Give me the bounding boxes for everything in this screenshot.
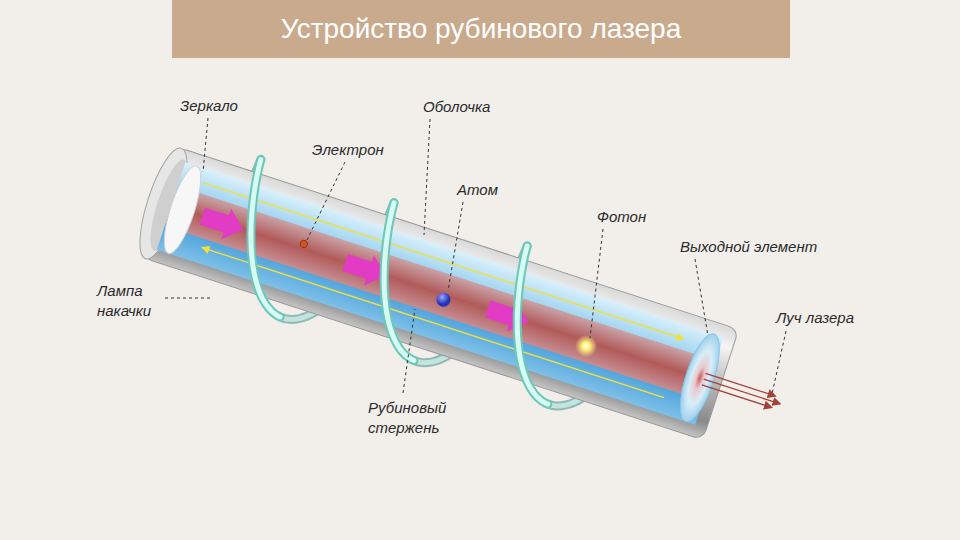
energy-arrow <box>483 294 534 338</box>
title-banner: Устройство рубинового лазера <box>172 0 790 58</box>
leader-line <box>165 298 212 299</box>
callout-label: Электрон <box>312 140 384 160</box>
photon-glow <box>572 332 600 360</box>
tube-shell <box>142 147 739 440</box>
leader-line <box>772 331 786 394</box>
leader-line <box>590 229 603 338</box>
leader-line <box>203 118 208 172</box>
laser-tube <box>126 130 802 472</box>
callout-label: Фотон <box>597 207 646 227</box>
callout-label: Зеркало <box>180 96 238 116</box>
callout-label: Луч лазера <box>776 308 854 328</box>
laser-beam <box>706 373 775 396</box>
leader-line <box>695 259 708 336</box>
lamp-coil-core <box>483 246 593 404</box>
callout-label: Оболочка <box>423 97 490 117</box>
cooling-jacket <box>157 162 724 424</box>
callout-label: Атом <box>457 180 498 200</box>
title: Устройство рубинового лазера <box>281 13 681 45</box>
mirror <box>157 162 208 257</box>
leader-line <box>424 119 430 235</box>
laser-beam <box>702 385 771 408</box>
pump-lamp <box>216 159 592 404</box>
leader-line <box>448 202 463 291</box>
leader-lines <box>165 118 786 394</box>
lamp-coil <box>350 203 459 361</box>
leader-line <box>307 162 345 240</box>
lamp-coil-edge <box>483 246 593 404</box>
leader-line <box>403 309 415 393</box>
electron-dot <box>299 239 308 248</box>
callout-label: Лампа накачки <box>97 281 177 322</box>
energy-arrow <box>198 201 249 245</box>
lamp-coil-edge <box>350 203 459 361</box>
atom-dot <box>435 291 453 309</box>
lamp-coil <box>483 246 593 404</box>
callout-label: Рубиновый стержень <box>368 398 468 439</box>
callout-label: Выходной элемент <box>680 237 817 257</box>
laser-beam <box>704 379 780 404</box>
lamp-coil-core <box>350 203 459 361</box>
light-path <box>203 248 664 398</box>
